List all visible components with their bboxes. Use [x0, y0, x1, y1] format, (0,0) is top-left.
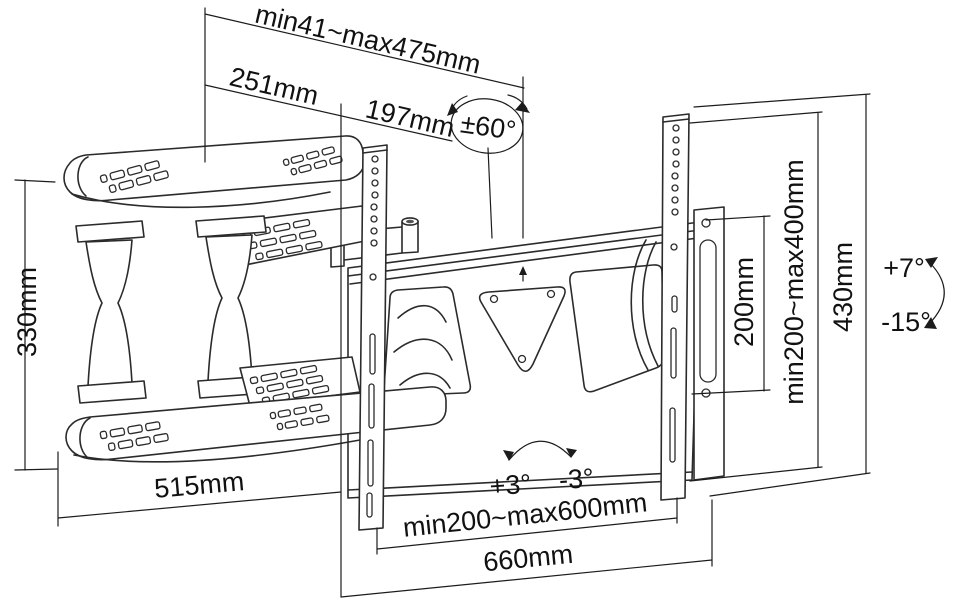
dim-label-197: 197mm	[363, 93, 457, 142]
dim-label-430: 430mm	[828, 242, 858, 332]
vesa-triangle-plate	[478, 286, 566, 373]
wall-plate-handle-bracket	[693, 206, 725, 481]
wall-plate	[347, 206, 725, 499]
up-arrow-icon	[519, 266, 527, 282]
top-arm-vent-slots-right	[282, 146, 343, 176]
dim-label-swivel: ±60°	[459, 108, 518, 145]
dim-label-251: 251mm	[227, 61, 321, 110]
top-arm-vent-slots-left	[99, 160, 169, 194]
bottom-arm-vent-slots-left	[99, 421, 169, 451]
dim-label-extension-range: min41~max475mm	[252, 0, 483, 80]
dim-label-660: 660mm	[482, 539, 574, 577]
dim-label-200: 200mm	[729, 257, 759, 347]
tv-rail-left	[358, 144, 388, 531]
dim-label-tilt-up: +7°	[883, 253, 925, 283]
dim-label-level-plus: +3°	[489, 469, 533, 502]
bottom-arm-vent-slots-right	[269, 403, 330, 431]
tilt-range-icon	[924, 257, 945, 329]
dim-label-vesa-height: min200~max400mm	[779, 159, 809, 404]
top-arm	[63, 135, 365, 209]
dim-label-330: 330mm	[12, 267, 42, 357]
dim-label-level-minus: -3°	[558, 463, 595, 495]
pivot-pole	[401, 217, 419, 254]
bottom-arm	[65, 386, 447, 463]
swivel-rotation-icon	[447, 94, 530, 154]
scissor-linkage	[75, 215, 269, 404]
level-adjust-icon	[503, 440, 577, 461]
tv-rail-right	[660, 113, 690, 501]
dim-label-515: 515mm	[153, 466, 245, 504]
dim-label-tilt-down: -15°	[881, 307, 931, 337]
